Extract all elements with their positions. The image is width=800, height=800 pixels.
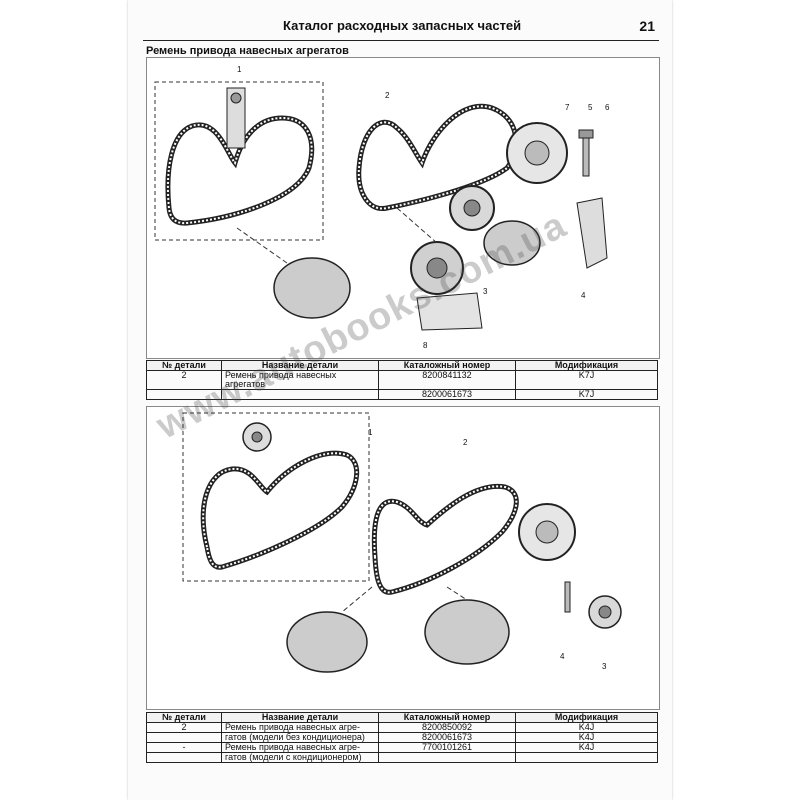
cell-modification: K4J — [515, 742, 658, 753]
cell-modification: K7J — [515, 370, 658, 390]
belt-diagram-k4j: 1 2 4 3 — [146, 406, 660, 710]
table-row: - Ремень привода навесных агре- 77001012… — [146, 742, 658, 753]
callout-2: 2 — [463, 438, 468, 447]
cell-part-no — [146, 752, 222, 763]
alternator — [273, 257, 351, 319]
header-rule — [143, 40, 659, 41]
callout-4: 4 — [560, 652, 565, 661]
cell-modification: K4J — [515, 732, 658, 743]
cell-name: Ремень привода навесных агре- — [221, 742, 379, 753]
callout-4: 4 — [581, 291, 586, 300]
callout-3: 3 — [483, 287, 488, 296]
header-title: Каталог расходных запасных частей — [283, 18, 522, 33]
cell-name: гатов (модели без кондиционера) — [221, 732, 379, 743]
bracket-part-8 — [416, 292, 483, 331]
belt-part-2 — [356, 103, 519, 211]
col-name: Название детали — [221, 712, 379, 723]
cell-catalog: 8200061673 — [378, 732, 516, 743]
callout-2: 2 — [385, 91, 390, 100]
alternator — [286, 611, 368, 673]
table-row: гатов (модели без кондиционера) 82000616… — [146, 732, 658, 743]
callout-1: 1 — [237, 65, 242, 74]
table-header-row: № детали Название детали Каталожный номе… — [146, 712, 658, 723]
page-header: Каталог расходных запасных частей 21 — [143, 18, 663, 40]
cell-catalog: 8200061673 — [378, 389, 516, 400]
table-row: 2 Ремень привода навесных агре- 82008500… — [146, 722, 658, 733]
table-row: 2 Ремень привода навесных агрегатов 8200… — [146, 370, 658, 390]
page-number: 21 — [639, 18, 655, 34]
bolt — [582, 135, 590, 177]
cell-part-no — [146, 732, 222, 743]
cell-catalog: 7700101261 — [378, 742, 516, 753]
col-catalog: Каталожный номер — [378, 360, 516, 371]
cell-part-no: - — [146, 742, 222, 753]
col-part-no: № детали — [146, 712, 222, 723]
table-header-row: № детали Название детали Каталожный номе… — [146, 360, 658, 371]
col-part-no: № детали — [146, 360, 222, 371]
inset-box — [182, 412, 370, 582]
cell-catalog — [378, 752, 516, 763]
cell-modification — [515, 752, 658, 763]
col-modification: Модификация — [515, 712, 658, 723]
col-modification: Модификация — [515, 360, 658, 371]
cell-part-no: 2 — [146, 722, 222, 733]
power-steering-pump — [483, 220, 541, 266]
cell-modification: K7J — [515, 389, 658, 400]
col-catalog: Каталожный номер — [378, 712, 516, 723]
ac-compressor — [424, 599, 510, 665]
bolt-part-4 — [564, 581, 571, 613]
cell-modification: K4J — [515, 722, 658, 733]
cell-catalog: 8200850092 — [378, 722, 516, 733]
tensioner-bracket — [226, 87, 246, 149]
callout-3: 3 — [602, 662, 607, 671]
cell-catalog: 8200841132 — [378, 370, 516, 390]
parts-table-k4j: № детали Название детали Каталожный номе… — [146, 712, 658, 763]
callout-6: 6 — [605, 103, 610, 112]
parts-table-k7j: № детали Название детали Каталожный номе… — [146, 360, 658, 400]
callout-8: 8 — [423, 341, 428, 350]
belt-diagram-k7j: 1 2 7 5 6 3 4 8 — [146, 57, 660, 359]
inset-box — [154, 81, 324, 241]
table-row: 8200061673 K7J — [146, 389, 658, 400]
bracket-part-4 — [576, 197, 608, 269]
callout-5: 5 — [588, 103, 593, 112]
belt-diagram-k7j-svg: 1 2 7 5 6 3 4 8 — [154, 65, 610, 350]
cell-name: гатов (модели с кондиционером) — [221, 752, 379, 763]
section-title: Ремень привода навесных агрегатов — [146, 45, 349, 57]
callout-1: 1 — [368, 428, 373, 437]
callout-7: 7 — [565, 103, 570, 112]
cell-name: Ремень привода навесных агре- — [221, 722, 379, 733]
table-row: гатов (модели с кондиционером) — [146, 752, 658, 763]
belt-diagram-k4j-svg: 1 2 4 3 — [182, 412, 622, 673]
